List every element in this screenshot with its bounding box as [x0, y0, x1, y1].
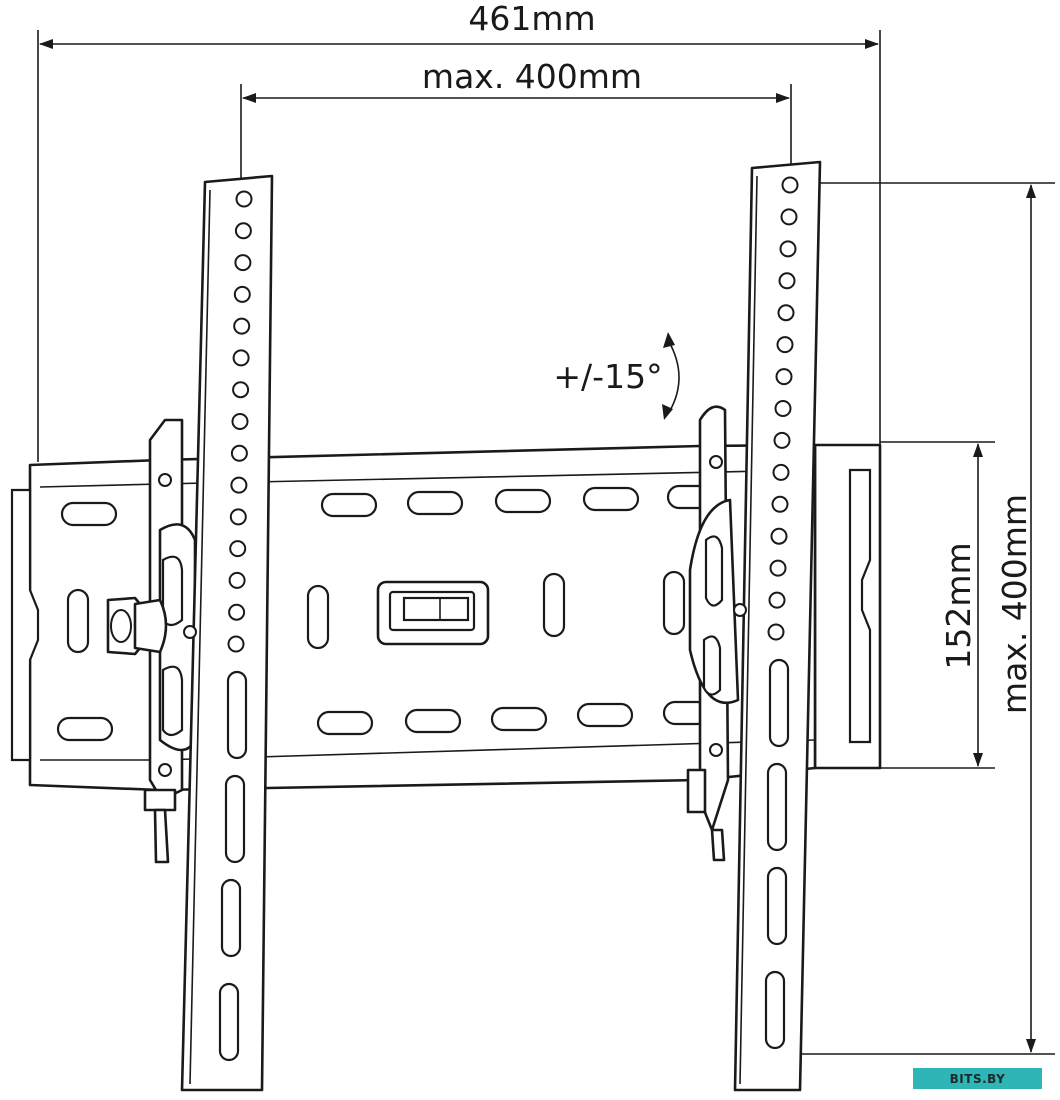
slot: [662, 570, 686, 636]
bracket-screw-icon: [158, 763, 172, 777]
plate-height-label: 152mm: [939, 542, 978, 669]
dimension-lines: [37, 30, 1055, 1055]
tilt-knob-face: [110, 609, 132, 643]
mounting-hole: [234, 222, 252, 240]
slots-top-row: [60, 484, 714, 527]
mounting-hole: [234, 254, 252, 272]
right-arm-edge: [739, 175, 758, 1085]
left-arm-edge: [189, 189, 211, 1085]
arm-slot: [224, 774, 246, 864]
wall-plate-right-edge: [848, 468, 872, 744]
tilt-arrowhead-down: [662, 404, 673, 420]
left-arm-holes: [227, 190, 253, 653]
arm-pivot-icon: [183, 625, 197, 639]
mounting-hole: [776, 336, 794, 354]
arm-slot: [768, 658, 790, 748]
tilt-label: +/-15°: [553, 357, 662, 396]
slots-bottom-row: [56, 700, 710, 742]
arm-slot: [764, 970, 786, 1050]
mounting-hole: [770, 527, 788, 545]
right-bracket-screw: [710, 828, 726, 862]
arm-slot: [766, 762, 788, 852]
slot: [60, 501, 118, 527]
arm-slot: [766, 866, 788, 946]
mounting-hole: [230, 476, 248, 494]
slot: [56, 716, 114, 742]
mounting-hole: [775, 368, 793, 386]
wall-plate-fold-left-top: [39, 483, 161, 488]
mounting-hole: [772, 463, 790, 481]
bracket-screw-icon: [709, 455, 723, 469]
mounting-hole: [779, 240, 797, 258]
lock-bar: [402, 596, 470, 622]
mounting-hole: [228, 603, 246, 621]
mounting-hole: [769, 559, 787, 577]
site-watermark: BITS.BY: [913, 1068, 1042, 1089]
arm-pivot-icon: [733, 603, 747, 617]
left-arm-slots: [218, 670, 248, 1062]
right-vertical-arm: [733, 160, 822, 1092]
slot: [66, 588, 90, 654]
mounting-hole: [231, 413, 249, 430]
right-arm-slots: [764, 658, 790, 1050]
mounting-hole: [233, 317, 251, 335]
right-bracket-foot: [686, 768, 707, 814]
tilt-arc: [667, 339, 680, 415]
mounting-hole: [767, 623, 785, 641]
mounting-hole: [227, 635, 245, 653]
left-bracket-foot: [143, 788, 177, 812]
wall-plate-left-edge: [10, 488, 40, 762]
left-bracket-screw: [153, 808, 170, 864]
mounting-hole: [229, 508, 247, 526]
mounting-hole: [229, 540, 247, 558]
slots-vertical: [66, 570, 686, 654]
arm-slot: [218, 982, 240, 1062]
slot: [576, 702, 634, 728]
slot: [542, 572, 566, 638]
right-arm-holes: [767, 176, 799, 641]
mounting-hole: [235, 190, 253, 208]
left-vertical-arm: [180, 174, 274, 1092]
slot: [490, 706, 548, 732]
slot: [582, 486, 640, 512]
tilt-knob-head: [133, 598, 168, 654]
mounting-hole: [232, 381, 250, 399]
mounting-hole: [771, 495, 789, 513]
left-tilt-bracket: [106, 418, 197, 864]
slot: [406, 490, 464, 516]
mounting-hole: [233, 285, 251, 303]
arm-slot: [226, 670, 248, 760]
mounting-hole: [778, 272, 796, 290]
mounting-hole: [228, 571, 246, 589]
bracket-screw-icon: [709, 743, 723, 757]
mounting-hole: [232, 349, 250, 367]
slot: [404, 708, 462, 734]
tilt-arrowhead-up: [663, 332, 675, 348]
mounting-hole: [781, 176, 799, 194]
slot: [320, 492, 378, 518]
right-tilt-bracket: [686, 405, 740, 862]
vesa-vertical-label: max. 400mm: [995, 494, 1034, 714]
arm-slot: [220, 878, 242, 958]
mounting-hole: [774, 400, 792, 417]
left-tilt-slot: [161, 665, 184, 737]
slot: [306, 584, 330, 650]
tilt-arrow-icon: [662, 332, 680, 420]
mounting-hole: [230, 444, 248, 462]
right-tilt-slot: [702, 635, 722, 696]
mounting-hole: [777, 304, 795, 322]
mounting-hole: [780, 208, 798, 226]
center-lock: [376, 580, 490, 646]
vesa-horizontal-label: max. 400mm: [422, 57, 642, 96]
slot: [494, 488, 552, 514]
bracket-screw-icon: [158, 473, 172, 487]
slot: [316, 710, 374, 736]
mounting-hole: [768, 591, 786, 609]
overall-width-label: 461mm: [468, 0, 595, 38]
mounting-hole: [773, 431, 791, 449]
right-tilt-slot: [704, 535, 724, 607]
